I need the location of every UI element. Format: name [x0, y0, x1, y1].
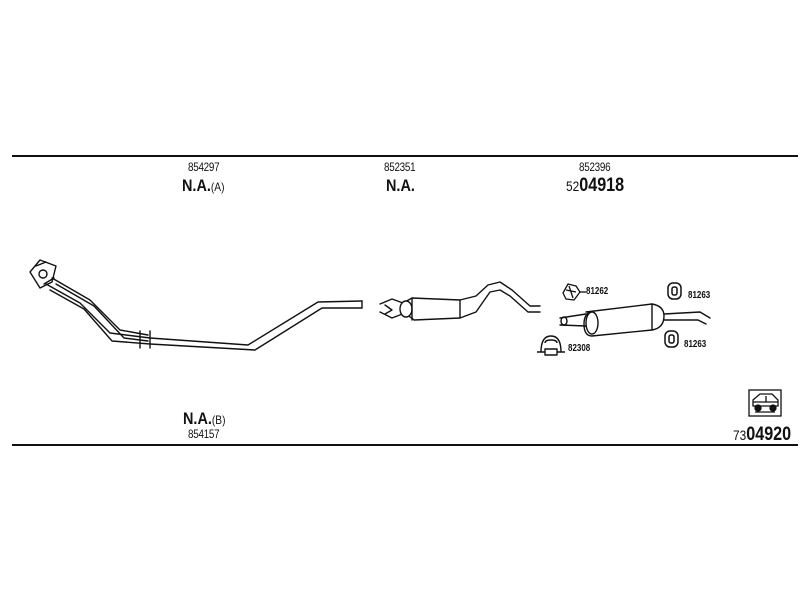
hanger-bottom-label: 81263 [684, 339, 707, 350]
front-b-na-label: N.A.(B) [183, 410, 226, 427]
front-na-text: N.A. [182, 176, 211, 195]
front-na-label: N.A.(A) [182, 177, 225, 194]
rear-ref-prefix: 52 [566, 178, 580, 194]
hanger-top-label: 81263 [688, 290, 711, 301]
middle-na-label: N.A. [386, 176, 415, 195]
middle-silencer-icon [379, 281, 541, 321]
front-b-na-suffix: (B) [211, 413, 226, 427]
diagram-ref-main: 04920 [746, 424, 792, 445]
front-b-na-text: N.A. [183, 409, 212, 428]
clamp-label: 82308 [568, 343, 591, 354]
front-na-suffix: (A) [210, 180, 225, 194]
exhaust-pipe-front-icon [29, 259, 363, 351]
vehicle-diagram-icon [748, 389, 782, 417]
rear-silencer-icon [559, 303, 711, 337]
clamp-icon [537, 335, 565, 356]
diagram-reference: 7304920 [733, 425, 791, 444]
rubber-mount-label: 81262 [586, 286, 609, 297]
front-part-number: 854297 [188, 160, 220, 174]
front-b-part-number: 854157 [188, 427, 220, 441]
rear-reference: 5204918 [566, 176, 624, 195]
middle-part-number: 852351 [384, 160, 416, 174]
rubber-mount-icon [562, 283, 586, 301]
hanger-ring-icon [664, 282, 682, 348]
bottom-divider [12, 444, 798, 446]
rear-part-number: 852396 [579, 160, 611, 174]
rear-ref-main: 04918 [579, 175, 625, 196]
diagram-ref-prefix: 73 [733, 427, 747, 443]
top-divider [12, 155, 798, 157]
